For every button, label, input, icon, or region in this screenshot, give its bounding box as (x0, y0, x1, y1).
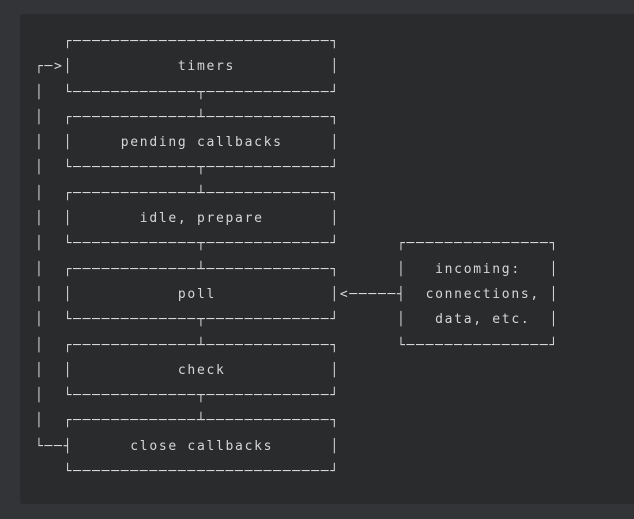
event-loop-ascii-diagram: ┌───────────────────────────┐ ┌─>│ timer… (35, 34, 559, 480)
code-block: ┌───────────────────────────┐ ┌─>│ timer… (20, 14, 634, 504)
